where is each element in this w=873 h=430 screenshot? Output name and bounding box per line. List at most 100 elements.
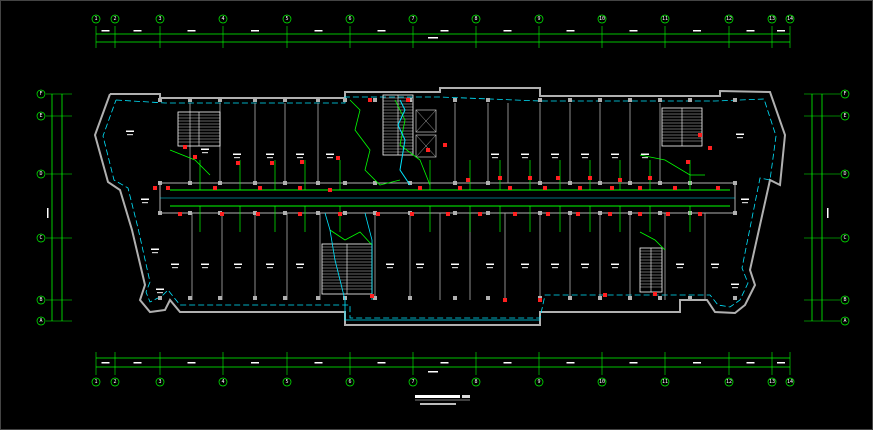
column <box>373 181 377 185</box>
axis-bubble <box>534 377 544 387</box>
axis-label-bottom: 3 <box>158 379 161 385</box>
room-area-mark <box>732 287 738 289</box>
room-label-mark <box>233 153 241 155</box>
axis-label-top: 14 <box>787 16 793 22</box>
column <box>218 296 222 300</box>
room-label-mark <box>676 263 684 265</box>
vertical-tray <box>397 99 411 186</box>
room-area-mark <box>387 267 393 269</box>
column <box>316 181 320 185</box>
axis-bubble <box>36 316 46 326</box>
room-label-mark <box>296 263 304 265</box>
electrical-device <box>503 298 507 302</box>
stair-tray <box>364 212 373 300</box>
axis-label-right: B <box>843 297 846 303</box>
electrical-device <box>538 298 542 302</box>
room-area-mark <box>417 267 423 269</box>
room-label-mark <box>611 153 619 155</box>
column <box>688 296 692 300</box>
room-area-mark <box>582 267 588 269</box>
electrical-device <box>673 186 677 190</box>
electrical-device <box>543 186 547 190</box>
axis-label-top: 1 <box>94 16 97 22</box>
axis-label-top: 3 <box>158 16 161 22</box>
electrical-device <box>603 293 607 297</box>
room-area-mark <box>492 157 498 159</box>
dimension-mark <box>187 30 196 32</box>
dimension-mark <box>693 30 701 32</box>
room-area-mark <box>202 152 208 154</box>
dimension-mark <box>629 362 638 364</box>
electrical-device <box>370 294 374 298</box>
electrical-device <box>446 212 450 216</box>
electrical-device <box>236 161 240 165</box>
column <box>283 98 287 102</box>
axis-label-top: 2 <box>113 16 116 22</box>
axis-bubble <box>597 377 607 387</box>
column <box>538 211 542 215</box>
electrical-device <box>336 156 340 160</box>
axis-bubble <box>840 89 850 99</box>
axis-bubble <box>36 111 46 121</box>
electrical-device <box>618 178 622 182</box>
axis-bubble <box>36 89 46 99</box>
room-label-mark <box>611 263 619 265</box>
axis-bubble <box>597 14 607 24</box>
electrical-device <box>256 212 260 216</box>
axis-bubble <box>345 377 355 387</box>
dimension-mark <box>746 30 755 32</box>
dimension-mark <box>777 30 785 32</box>
room-label-mark <box>266 263 274 265</box>
electrical-device <box>166 186 170 190</box>
electrical-device <box>716 186 720 190</box>
electrical-device <box>546 212 550 216</box>
column <box>253 296 257 300</box>
electrical-device <box>270 161 274 165</box>
axis-label-bottom: 4 <box>221 379 224 385</box>
column <box>253 181 257 185</box>
electrical-device <box>178 212 182 216</box>
electrical-devices <box>153 98 720 302</box>
cable-trays <box>324 99 540 321</box>
room-label-mark <box>551 263 559 265</box>
exterior-wall <box>93 87 787 326</box>
room-area-mark <box>142 202 148 204</box>
dimension-mark <box>566 30 575 32</box>
axis-label-top: 5 <box>285 16 288 22</box>
column <box>373 98 377 102</box>
dimension-mark <box>101 362 110 364</box>
room-label-mark <box>581 263 589 265</box>
axis-bubble <box>282 377 292 387</box>
room-area-mark <box>642 157 648 159</box>
room-label-mark <box>386 263 394 265</box>
column <box>158 296 162 300</box>
electrical-device <box>298 212 302 216</box>
column <box>253 211 257 215</box>
axis-bubble <box>840 316 850 326</box>
electrical-device <box>508 186 512 190</box>
electrical-device <box>426 148 430 152</box>
room-area-mark <box>522 267 528 269</box>
dimension-mark <box>377 30 386 32</box>
column <box>486 296 490 300</box>
room-area-mark <box>327 157 333 159</box>
overall-dimension-mark <box>47 208 49 218</box>
electrical-device <box>638 186 642 190</box>
column <box>283 296 287 300</box>
elevator-shaft <box>415 134 437 158</box>
column <box>733 181 737 185</box>
column <box>568 98 572 102</box>
riser-circuit <box>349 99 401 186</box>
room-label-mark <box>201 148 209 150</box>
electrical-device <box>300 160 304 164</box>
axis-bubble <box>218 14 228 24</box>
column <box>486 98 490 102</box>
axis-label-top: 12 <box>726 16 732 22</box>
column <box>568 296 572 300</box>
axis-label-top: 13 <box>769 16 775 22</box>
column <box>658 181 662 185</box>
dimension-mark <box>314 362 323 364</box>
column <box>453 296 457 300</box>
